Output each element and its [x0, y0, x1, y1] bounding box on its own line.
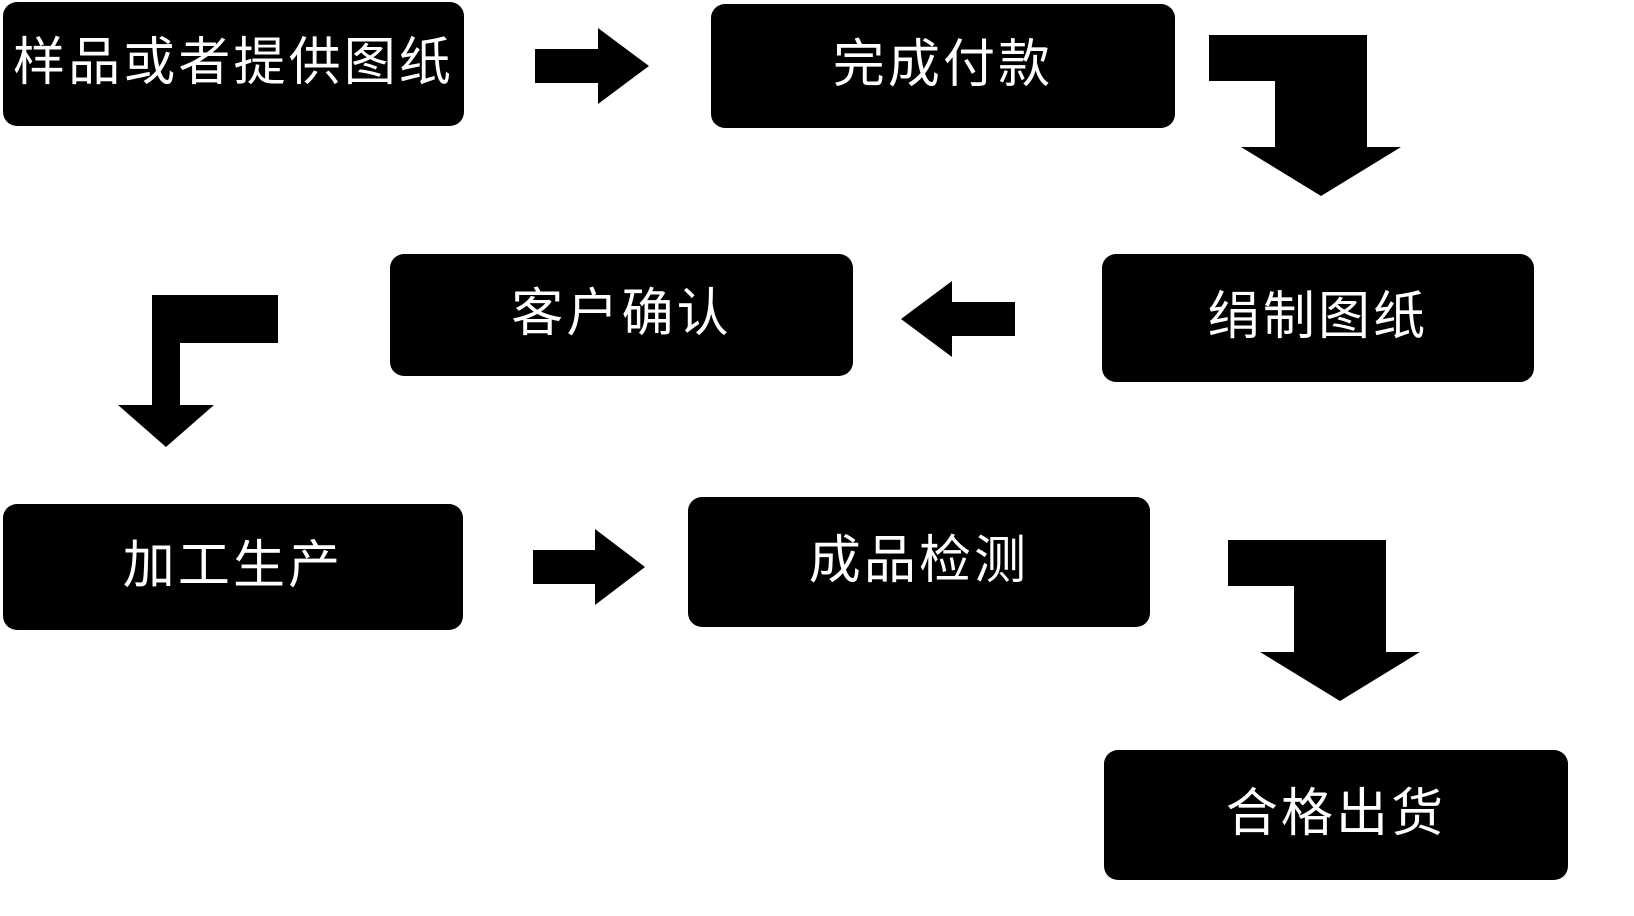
arrow-right-icon: [533, 529, 645, 605]
flow-node-qualified-shipment[interactable]: 合格出货: [1104, 750, 1568, 880]
flow-node-label: 合格出货: [1225, 785, 1447, 844]
arrow-elbow-right-down-icon: [1209, 35, 1401, 196]
arrow-elbow-left-down-icon: [118, 295, 278, 447]
flow-node-complete-payment[interactable]: 完成付款: [711, 4, 1175, 128]
flow-node-production[interactable]: 加工生产: [3, 504, 463, 630]
flow-node-label: 样品或者提供图纸: [13, 34, 454, 93]
flow-node-label: 绢制图纸: [1207, 288, 1429, 347]
flow-node-customer-confirm[interactable]: 客户确认: [390, 254, 853, 376]
arrow-elbow-right-down-icon: [1228, 540, 1420, 701]
arrow-right-icon: [535, 28, 649, 104]
arrow-left-icon: [901, 281, 1015, 357]
flow-node-label: 加工生产: [122, 537, 344, 596]
flow-node-label: 完成付款: [832, 36, 1054, 95]
flow-node-sample-or-drawing[interactable]: 样品或者提供图纸: [3, 2, 464, 126]
flow-node-label: 成品检测: [808, 532, 1030, 591]
flow-node-final-inspection[interactable]: 成品检测: [688, 497, 1150, 627]
flow-node-draw-drawing[interactable]: 绢制图纸: [1102, 254, 1534, 382]
flow-node-label: 客户确认: [511, 285, 732, 344]
